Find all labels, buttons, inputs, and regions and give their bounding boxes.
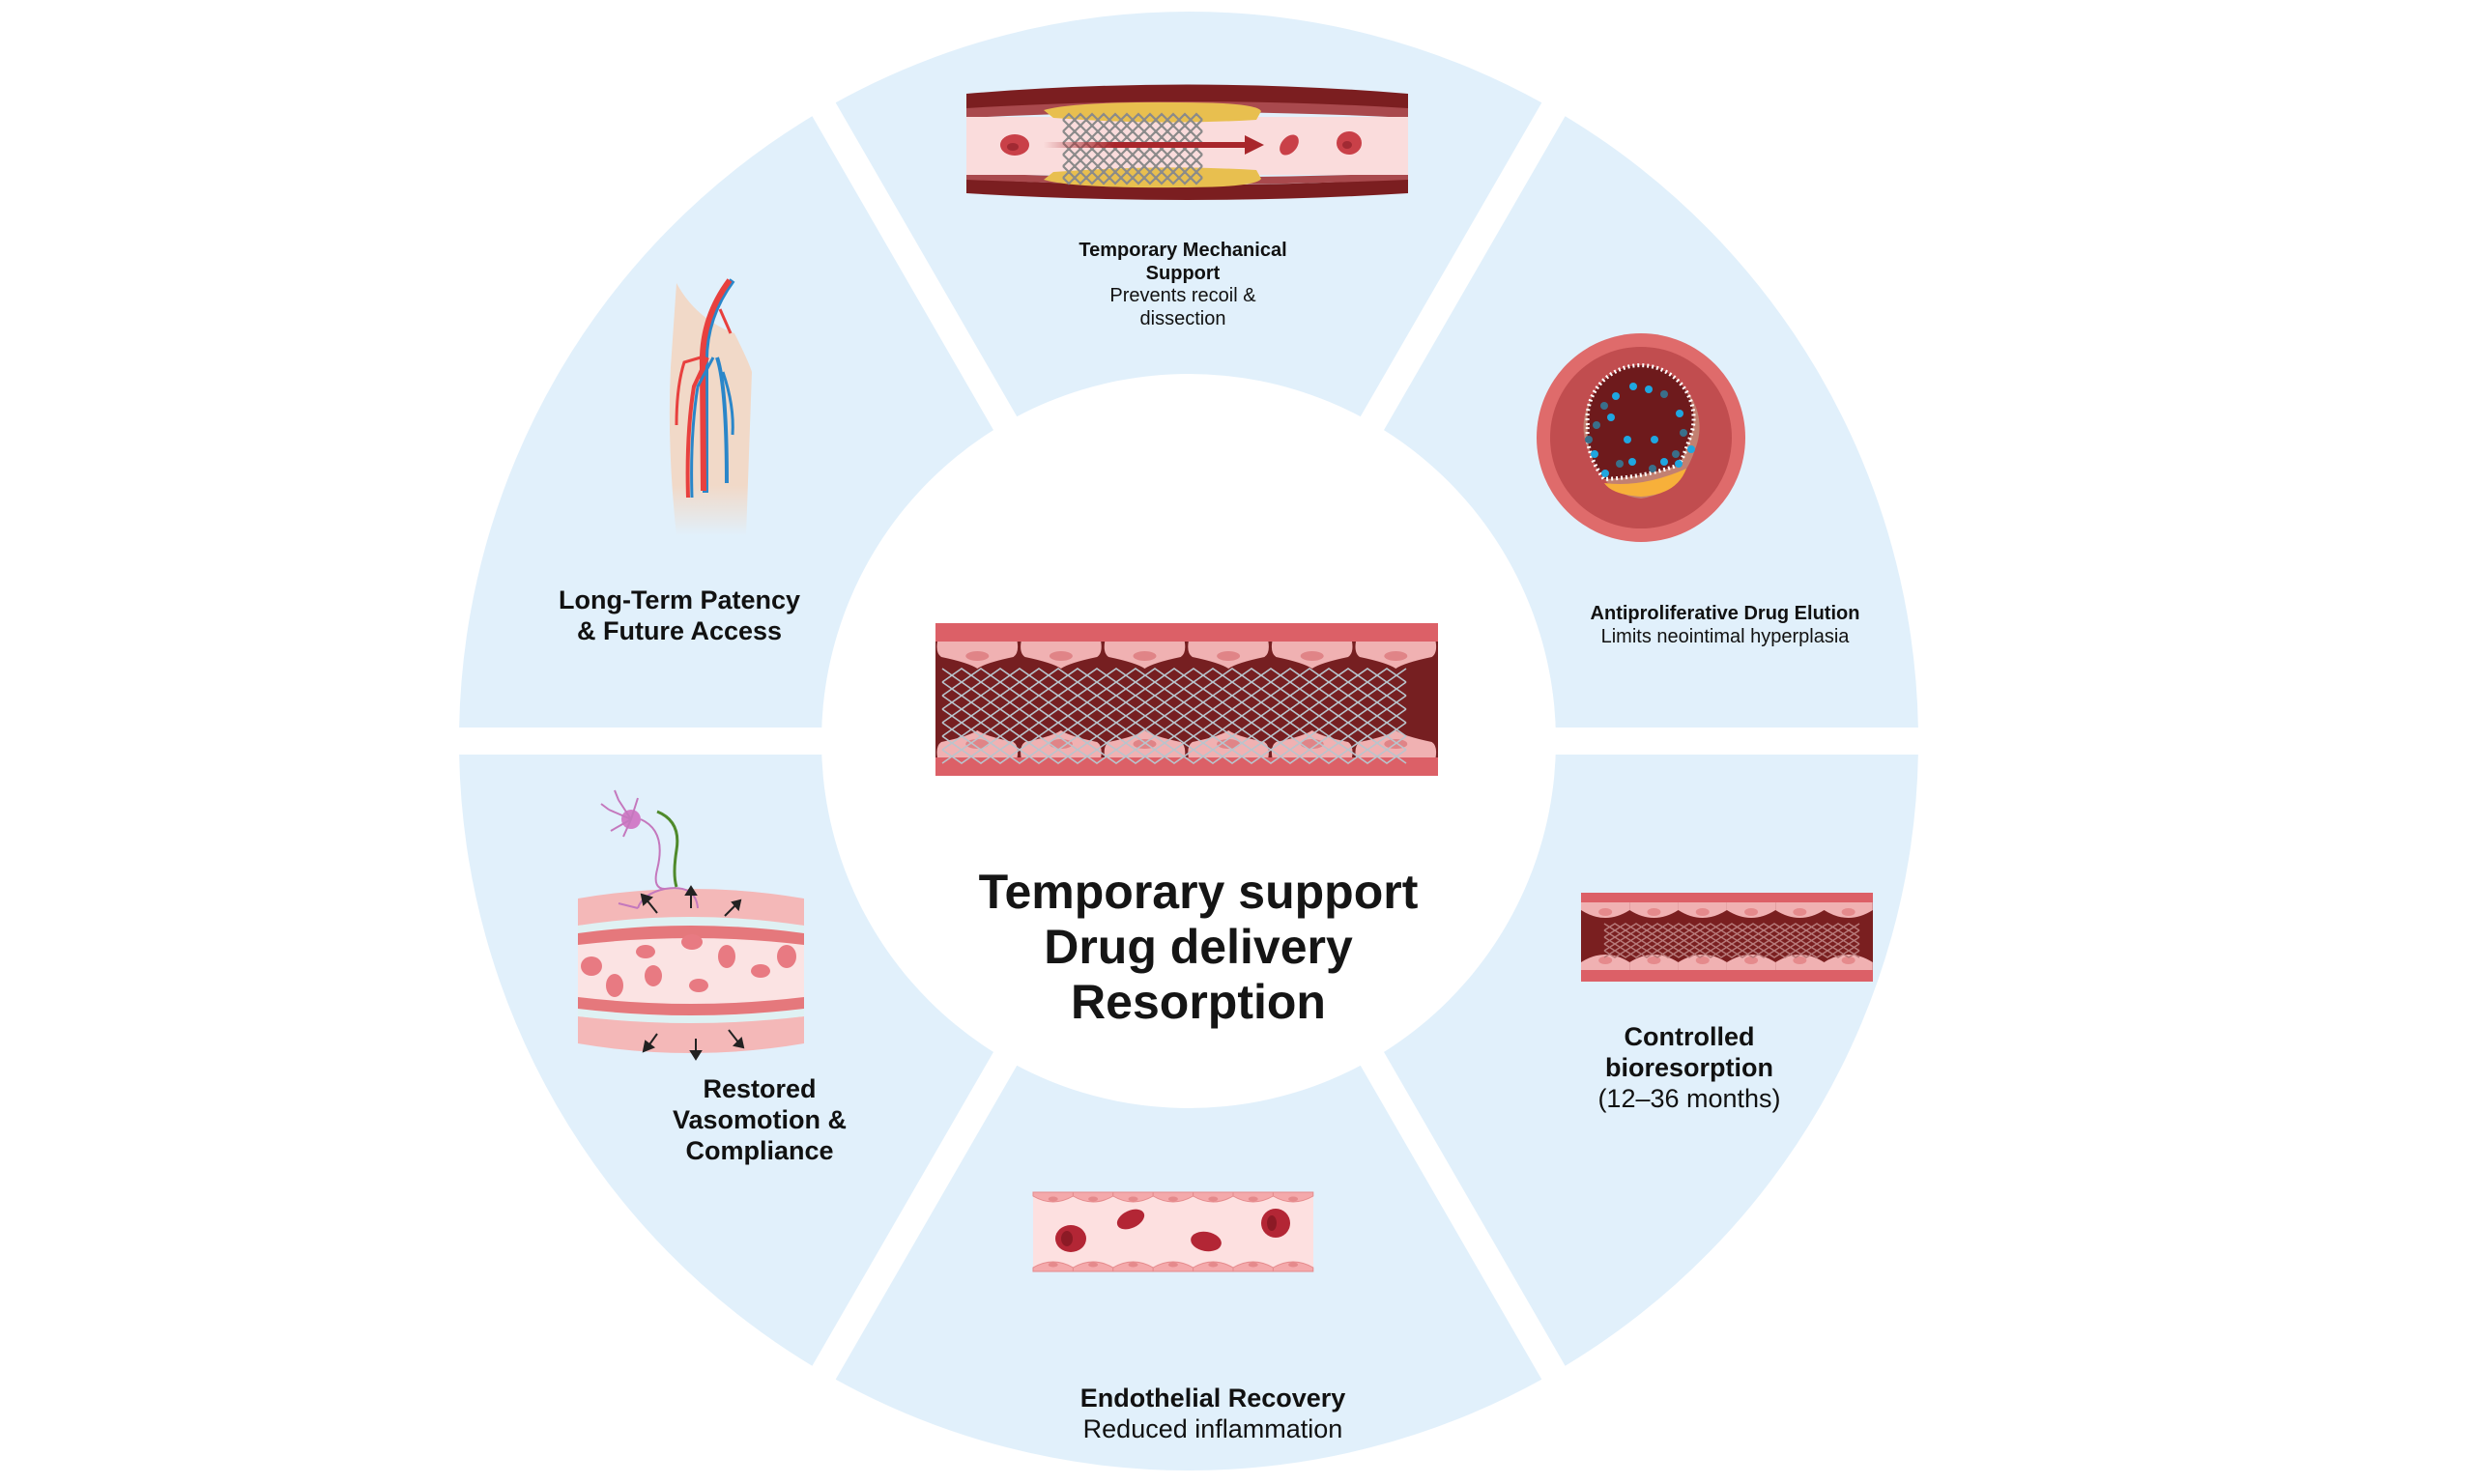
healthy-vessel-icon <box>1032 1191 1314 1272</box>
center-title: Temporary support Drug delivery Resorpti… <box>979 865 1419 1030</box>
stent-in-stenosed-artery-icon <box>966 84 1408 200</box>
ring-segment-bottom <box>835 748 1542 1471</box>
segment-label-top: Temporary Mechanical Support Prevents re… <box>1079 240 1286 330</box>
segment-title-line: Controlled <box>1624 1022 1755 1051</box>
center-title-line: Drug delivery <box>1044 920 1353 974</box>
segment-subtitle-line: dissection <box>1139 307 1226 329</box>
segment-subtitle-line: Reduced inflammation <box>1082 1413 1343 1443</box>
segment-title-line: & Future Access <box>576 615 783 645</box>
segment-label-upper-left: Long-Term Patency & Future Access <box>559 585 800 647</box>
center-title-line: Temporary support <box>978 865 1419 919</box>
artery-cross-section-icon <box>1537 333 1745 542</box>
segment-title-line: Temporary Mechanical <box>1079 240 1287 261</box>
segment-label-bottom: Endothelial Recovery Reduced inflammatio… <box>1080 1384 1346 1445</box>
innervated-vessel-icon <box>578 789 804 1061</box>
segment-title-line: Support <box>1145 262 1221 284</box>
segment-title-line: Vasomotion & <box>672 1104 848 1134</box>
resorbing-stent-vessel-icon <box>1581 893 1873 982</box>
segment-title-line: bioresorption <box>1604 1052 1773 1082</box>
segment-label-lower-right: Controlled bioresorption (12–36 months) <box>1597 1022 1780 1115</box>
segment-subtitle-line: Prevents recoil & <box>1109 285 1256 307</box>
segment-label-lower-left: Restored Vasomotion & Compliance <box>673 1074 847 1167</box>
segment-title-line: Long-Term Patency <box>558 585 801 614</box>
segment-subtitle-line: Limits neointimal hyperplasia <box>1600 625 1850 647</box>
segment-subtitle-line: (12–36 months) <box>1597 1083 1781 1113</box>
segment-title-line: Antiproliferative Drug Elution <box>1590 603 1860 624</box>
segment-label-upper-right: Antiproliferative Drug Elution Limits ne… <box>1591 603 1860 648</box>
center-stented-vessel-icon <box>935 623 1438 776</box>
segment-title-line: Restored <box>703 1074 817 1103</box>
leg-vessels-icon <box>669 278 752 536</box>
center-title-line: Resorption <box>1071 975 1326 1029</box>
segment-title-line: Compliance <box>685 1135 834 1165</box>
segment-title-line: Endothelial Recovery <box>1079 1384 1346 1413</box>
